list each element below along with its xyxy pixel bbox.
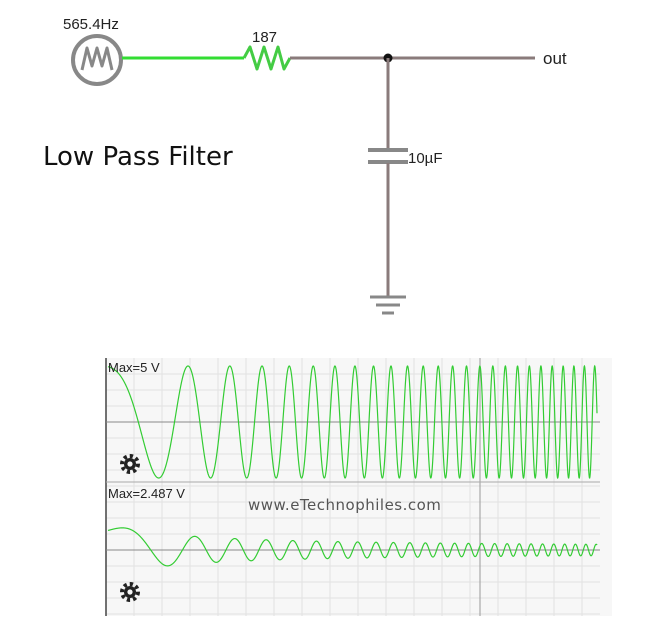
output-signal-trace: [107, 527, 598, 567]
source-frequency-label: 565.4Hz: [63, 16, 119, 33]
ac-source: [71, 34, 123, 86]
gear-icon[interactable]: [120, 454, 140, 474]
ac-source-circle: [71, 34, 123, 86]
gear-icon[interactable]: [120, 582, 140, 602]
capacitor-value-label: 10µF: [408, 150, 443, 167]
ground-symbol: [370, 295, 406, 315]
input-signal-trace: [107, 364, 598, 480]
oscilloscope-panel: Max=5 V Max=2.487 V www.eTechnophiles.co…: [105, 358, 612, 616]
watermark: www.eTechnophiles.com: [248, 496, 441, 514]
resistor: [242, 45, 292, 71]
bottom-trace-max-label: Max=2.487 V: [108, 486, 185, 501]
top-trace-max-label: Max=5 V: [108, 360, 160, 375]
output-label: out: [543, 49, 567, 68]
resistor-value-label: 187: [252, 29, 277, 46]
diagram-title: Low Pass Filter: [43, 142, 233, 172]
ac-source-symbol: [80, 46, 114, 71]
